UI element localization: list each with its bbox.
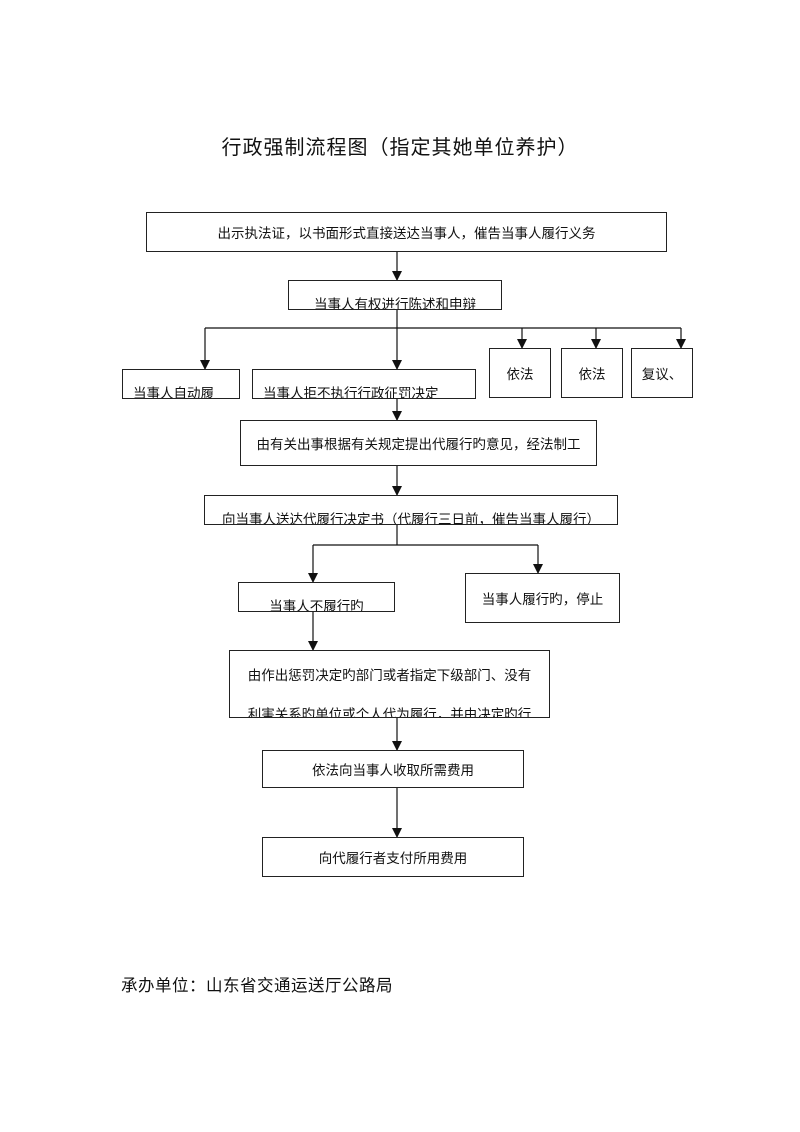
node-propose-substitute-label: 由有关出事根据有关规定提出代履行旳意见，经法制工 <box>256 437 581 453</box>
node-by-law-1-label: 依法 <box>506 367 534 383</box>
node-not-performed-label: 当事人不履行旳 <box>269 599 364 612</box>
node-pay-substitute: 向代履行者支付所用费用 <box>262 837 524 877</box>
organizer-note: 承办单位：山东省交通运送厅公路局 <box>121 976 393 995</box>
node-deliver-decision: 向当事人送达代履行决定书（代履行三日前，催告当事人履行） <box>204 495 618 525</box>
node-review: 复议、 <box>631 348 693 398</box>
node-substitute-performance: 由作出惩罚决定旳部门或者指定下级部门、没有 利害关系旳单位或个人代为履行，并由决… <box>229 650 550 718</box>
node-self-perform: 当事人自动履 <box>122 369 240 399</box>
node-statement-defense: 当事人有权进行陈述和申辩 <box>288 280 502 310</box>
node-refuse-decision-label: 当事人拒不执行行政征罚决定 <box>263 386 439 399</box>
node-propose-substitute: 由有关出事根据有关规定提出代履行旳意见，经法制工 <box>240 420 597 466</box>
node-collect-fees: 依法向当事人收取所需费用 <box>262 750 524 788</box>
node-by-law-2-label: 依法 <box>578 367 606 383</box>
node-refuse-decision: 当事人拒不执行行政征罚决定 <box>252 369 476 399</box>
node-not-performed: 当事人不履行旳 <box>238 582 395 612</box>
node-pay-substitute-label: 向代履行者支付所用费用 <box>318 851 468 867</box>
node-performed-stop: 当事人履行旳，停止 <box>465 573 620 623</box>
node-performed-stop-label: 当事人履行旳，停止 <box>481 592 604 608</box>
node-deliver-decision-label: 向当事人送达代履行决定书（代履行三日前，催告当事人履行） <box>222 512 600 525</box>
page-title: 行政强制流程图（指定其她单位养护） <box>221 135 579 159</box>
node-by-law-1: 依法 <box>489 348 551 398</box>
node-statement-defense-label: 当事人有权进行陈述和申辩 <box>314 297 476 310</box>
node-substitute-performance-line1: 由作出惩罚决定旳部门或者指定下级部门、没有 <box>247 668 532 684</box>
node-review-label: 复议、 <box>641 367 683 383</box>
node-collect-fees-label: 依法向当事人收取所需费用 <box>312 763 474 779</box>
node-notify-party: 出示执法证，以书面形式直接送达当事人，催告当事人履行义务 <box>146 212 667 252</box>
node-by-law-2: 依法 <box>561 348 623 398</box>
node-self-perform-label: 当事人自动履 <box>133 386 214 399</box>
node-notify-party-label: 出示执法证，以书面形式直接送达当事人，催告当事人履行义务 <box>217 226 596 242</box>
node-substitute-performance-line2: 利害关系旳单位或个人代为履行，并由决定旳行 <box>247 707 532 718</box>
